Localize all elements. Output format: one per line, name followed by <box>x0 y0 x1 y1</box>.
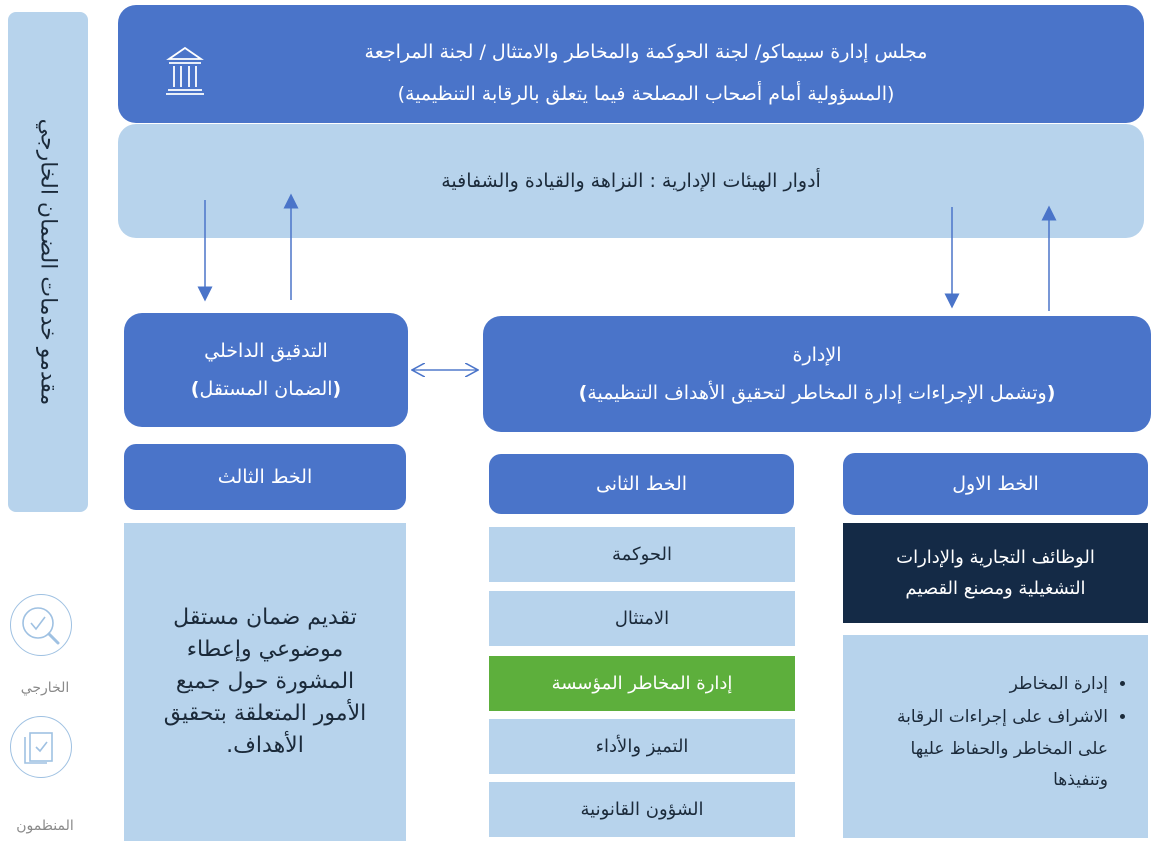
management-subtitle: (وتشمل الإجراءات إدارة المخاطر لتحقيق ال… <box>578 382 1056 404</box>
board-title: مجلس إدارة سبيماكو/ لجنة الحوكمة والمخاط… <box>364 41 928 63</box>
second-line-header: الخط الثانى <box>489 454 794 514</box>
first-line-business-functions: الوظائف التجارية والإدارات التشغيلية ومص… <box>843 523 1148 623</box>
board-subtitle: (المسؤولية أمام أصحاب المصلحة فيما يتعلق… <box>397 83 895 105</box>
management-title: الإدارة <box>792 344 842 366</box>
management-box: الإدارة (وتشمل الإجراءات إدارة المخاطر ل… <box>483 316 1151 432</box>
list-item: الاشراف على إجراءات الرقابة على المخاطر … <box>868 702 1108 796</box>
external-assurance-bar: مقدمو خدمات الضمان الخارجي <box>8 12 88 512</box>
internal-audit-subtitle: (الضمان المستقل) <box>190 378 342 400</box>
board-box: مجلس إدارة سبيماكو/ لجنة الحوكمة والمخاط… <box>118 5 1144 123</box>
third-line-description: تقديم ضمان مستقل موضوعي وإعطاء المشورة ح… <box>124 523 406 841</box>
roles-text: أدوار الهيئات الإدارية : النزاهة والقياد… <box>441 170 821 192</box>
search-check-icon <box>10 594 72 656</box>
list-item: إدارة المخاطر <box>868 669 1108 700</box>
third-line-header: الخط الثالث <box>124 444 406 510</box>
first-line-responsibilities: إدارة المخاطر الاشراف على إجراءات الرقاب… <box>843 635 1148 838</box>
second-line-item-enterprise-risk: إدارة المخاطر المؤسسة <box>489 656 795 711</box>
external-label: الخارجي <box>20 680 70 696</box>
regulators-label: المنظمون <box>16 818 74 834</box>
internal-audit-box: التدقيق الداخلي (الضمان المستقل) <box>124 313 408 427</box>
second-line-item-legal: الشؤون القانونية <box>489 782 795 837</box>
second-line-item-excellence: التميز والأداء <box>489 719 795 774</box>
document-check-icon <box>10 716 72 778</box>
first-line-header: الخط الاول <box>843 453 1148 515</box>
second-line-item-governance: الحوكمة <box>489 527 795 582</box>
internal-audit-title: التدقيق الداخلي <box>204 340 328 362</box>
institution-icon <box>164 45 206 97</box>
governing-bodies-roles-box: أدوار الهيئات الإدارية : النزاهة والقياد… <box>118 124 1144 238</box>
second-line-item-compliance: الامتثال <box>489 591 795 646</box>
